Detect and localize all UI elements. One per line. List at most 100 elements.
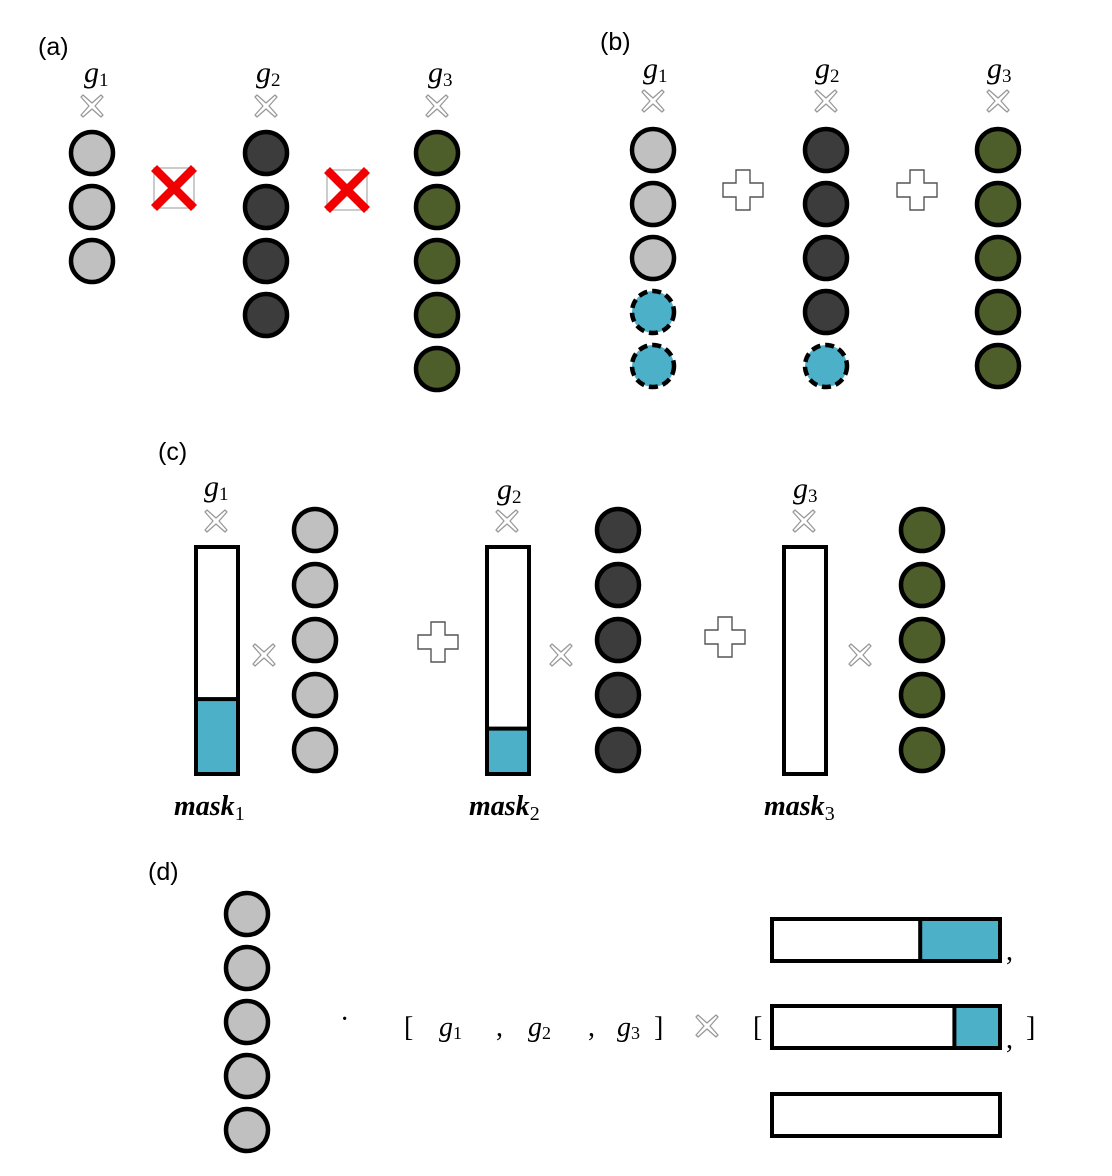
plus-icon [722,169,764,211]
panel-c-circle [291,671,339,719]
panel-d-circle [223,1052,271,1100]
horizontal-mask-bar [770,917,1003,963]
plus-icon [896,169,938,211]
times-icon [814,89,838,113]
plus-icon [704,616,746,658]
horizontal-mask-bar [770,1092,1002,1138]
panel-b-circle [802,234,850,282]
panel-c-circle [898,506,946,554]
times-icon [848,643,872,667]
mask-bar [782,545,828,776]
panel-a-g2-var: g2 [256,56,281,91]
padding-circle [629,288,677,336]
open-bracket-2: [ [753,1012,762,1043]
panel-c-g1-var: g1 [204,470,229,505]
panel-d-g2-var: g2 [528,1012,551,1043]
panel-a-g3-var: g3 [428,56,453,91]
times-icon [204,509,228,533]
panel-c-plus-icons [417,616,746,663]
panel-a-group-3: g3 [428,56,453,91]
panel-a-circle [413,183,461,231]
panel-a-g1-var: g1 [84,56,109,91]
panel-b-circle [802,126,850,174]
panel-b-circle [974,126,1022,174]
panel-a-circles [68,129,461,393]
panel-a-group-1: g1 [84,56,109,91]
panel-a-circle [242,183,290,231]
mask-fill [918,917,1003,963]
panel-c: g1 g2 g3 mask1 mask2 mask3 [174,470,946,825]
panel-a-circle [68,183,116,231]
panel-c-mask2-label: mask2 [469,791,540,825]
panel-c-circle [594,561,642,609]
panel-d-times-icons [695,1014,719,1038]
panel-c-circle [291,616,339,664]
panel-a-circle [242,291,290,339]
padding-circle [802,342,850,390]
times-icon [425,94,449,118]
red-cross-icon [324,167,370,213]
panel-d-circle [223,1106,271,1154]
panel-a: g1 g2 g3 [68,56,461,393]
panel-b-circle [974,180,1022,228]
mask-fill [194,697,240,777]
times-icon [986,89,1010,113]
panel-b-circle [802,288,850,336]
panel-c-circle [291,506,339,554]
panel-c-circles [291,506,946,774]
open-bracket-1: [ [404,1012,413,1043]
panel-a-circle [413,237,461,285]
panel-c-circle [594,726,642,774]
comma-2: , [588,1012,595,1043]
times-icon [80,94,104,118]
panel-b-circle [629,126,677,174]
times-icon [495,509,519,533]
panel-a-circle [242,237,290,285]
panel-a-circle [242,129,290,177]
times-icon [641,89,665,113]
dot-operator: · [340,1004,349,1035]
panel-a-circle [68,237,116,285]
panel-c-circle [291,561,339,609]
panel-b-circle [802,180,850,228]
panel-c-label: (c) [158,438,187,466]
mask-fill [485,726,531,776]
times-icon [549,643,573,667]
panel-b-g3-var: g3 [987,52,1012,87]
times-icon [792,509,816,533]
panel-c-g3-var: g3 [793,472,818,507]
comma-4: , [1006,1024,1013,1055]
panel-b-circle [629,180,677,228]
panel-d-circles [223,890,271,1154]
panel-d-circle [223,890,271,938]
red-cross-icon [151,165,197,211]
times-icon [254,94,278,118]
panel-c-circle [291,726,339,774]
panel-d-masks [770,917,1003,1138]
times-icon [252,643,276,667]
panel-c-circle [898,561,946,609]
panel-d: · [ g1 , g2 , g3 ] [ , , ] [223,890,1035,1154]
panel-d-g1-var: g1 [439,1012,462,1043]
mask-bar [194,545,240,777]
panel-d-label: (d) [148,858,179,886]
panel-a-circle [413,345,461,393]
mask-bar [485,545,531,776]
horizontal-mask-bar [770,1004,1003,1050]
panel-a-circle [413,129,461,177]
panel-c-times-icons [204,509,872,667]
panel-c-circle [898,671,946,719]
panel-a-group-2: g2 [256,56,281,91]
panel-b-circle [974,288,1022,336]
mask-fill [952,1004,1003,1050]
comma-3: , [1006,936,1013,967]
panel-c-g2-var: g2 [497,473,522,508]
panel-c-mask3-label: mask3 [764,791,835,825]
panel-c-circle [898,616,946,664]
panel-b-circle [629,234,677,282]
panel-a-times-icons [80,94,449,118]
panel-d-circle [223,998,271,1046]
close-bracket-2: ] [1026,1012,1035,1043]
times-icon [695,1014,719,1038]
